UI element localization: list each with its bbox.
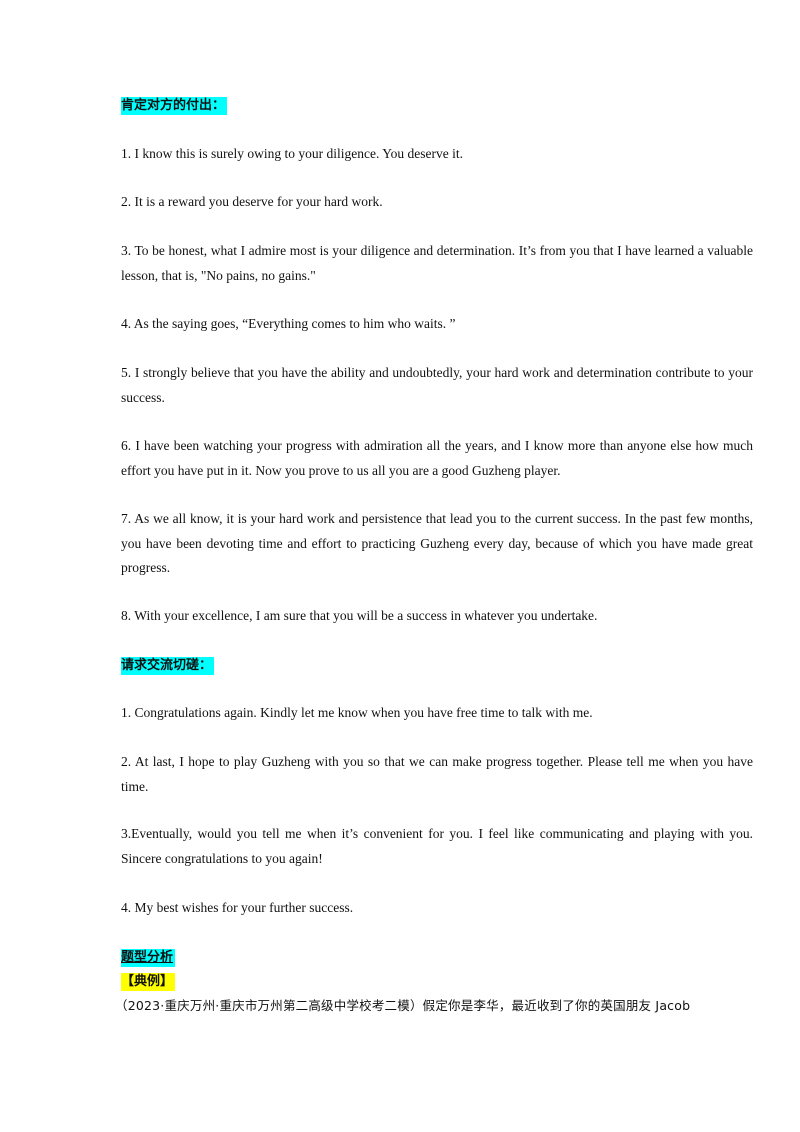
heading-request-text: 请求交流切磋： (121, 657, 215, 675)
affirm-item-6: 6. I have been watching your progress wi… (121, 438, 753, 478)
request-item-2: 2. At last, I hope to play Guzheng with … (121, 754, 753, 794)
request-item-3: 3.Eventually, would you tell me when it’… (121, 826, 753, 866)
affirm-item-1: 1. I know this is surely owing to your d… (121, 146, 463, 161)
affirm-item-7: 7. As we all know, it is your hard work … (121, 511, 753, 575)
example-label-row: 【典例】 (121, 972, 753, 991)
section-heading-affirm: 肯定对方的付出： (121, 96, 753, 115)
example-label: 【典例】 (121, 973, 176, 991)
heading-affirm-text: 肯定对方的付出： (121, 97, 228, 115)
affirm-item-5: 5. I strongly believe that you have the … (121, 365, 753, 405)
request-item-4: 4. My best wishes for your further succe… (121, 900, 354, 915)
affirm-item-4: 4. As the saying goes, “Everything comes… (121, 316, 456, 331)
request-item-1: 1. Congratulations again. Kindly let me … (121, 705, 593, 720)
heading-analysis-text: 题型分析 (121, 949, 176, 967)
section-heading-analysis: 题型分析 (121, 948, 753, 967)
affirm-item-2: 2. It is a reward you deserve for your h… (121, 194, 383, 209)
affirm-item-3: 3. To be honest, what I admire most is y… (121, 243, 753, 283)
affirm-item-8: 8. With your excellence, I am sure that … (121, 608, 598, 623)
section-heading-request: 请求交流切磋： (121, 656, 753, 675)
example-text: （2023·重庆万州·重庆市万州第二高级中学校考二模）假定你是李华，最近收到了你… (115, 998, 691, 1013)
